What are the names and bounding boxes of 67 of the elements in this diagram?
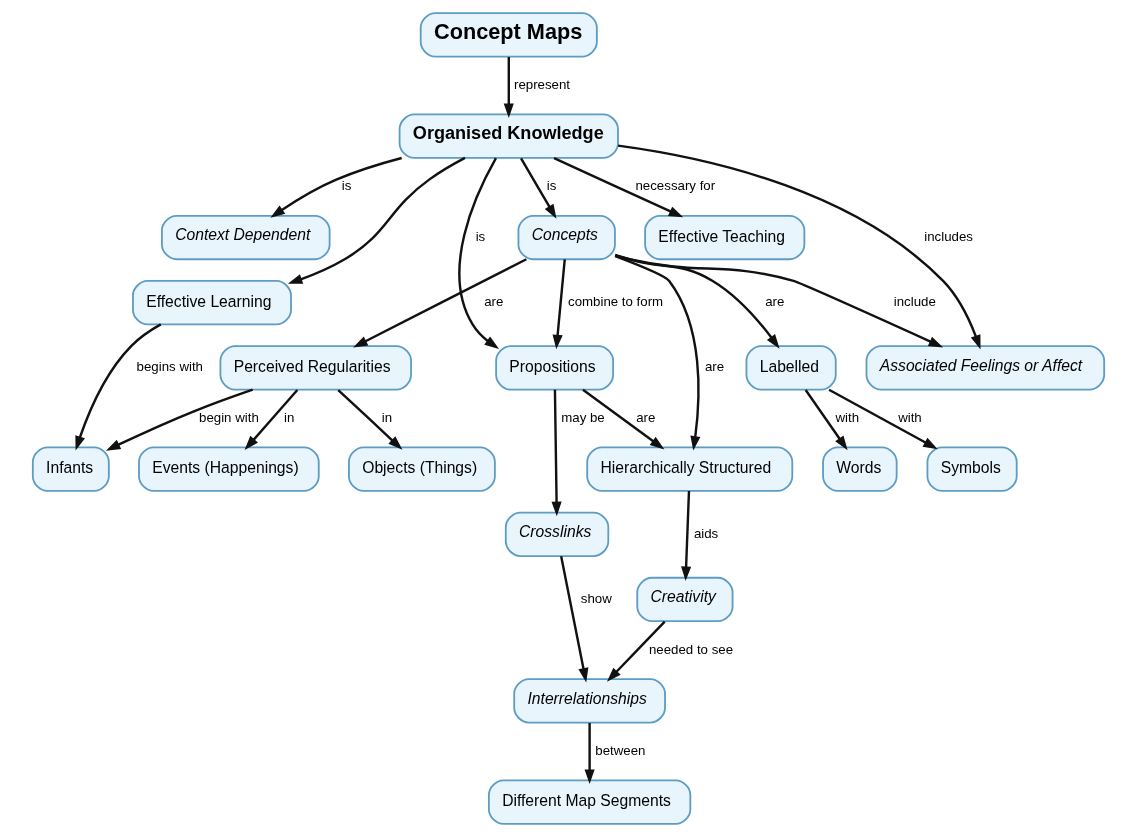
edge-label: represent — [513, 76, 570, 92]
node-box: Events (Happenings) — [137, 446, 320, 492]
arrow — [553, 157, 683, 218]
arrow — [617, 144, 981, 350]
arrow — [105, 388, 253, 451]
node-box: Crosslinks — [504, 511, 609, 557]
edge-label: are — [483, 294, 503, 310]
node-box: Words — [821, 446, 898, 492]
node-box: Perceived Regularities — [219, 345, 412, 391]
node-box: Effective Learning — [131, 280, 292, 326]
edge-label: show — [580, 590, 612, 606]
arrow — [287, 156, 466, 284]
node-box: Propositions — [494, 345, 614, 391]
edge-label: begins with — [136, 359, 203, 375]
edge-label: includes — [923, 228, 973, 244]
arrow — [336, 389, 402, 450]
arrow — [551, 389, 562, 517]
edge-label: are — [764, 294, 784, 310]
node-box: Objects (Things) — [347, 446, 496, 492]
node-box: Context Dependent — [160, 214, 331, 261]
edge-label: is — [341, 178, 351, 194]
node-box: Infants — [31, 446, 110, 492]
arrow — [804, 389, 848, 451]
edge-label: is — [475, 228, 485, 244]
node-box: Creativity — [635, 576, 733, 623]
edge-label: necessary for — [634, 178, 715, 194]
node-box: Associated Feelings or Affect — [865, 345, 1105, 391]
edge-label: is — [546, 178, 556, 194]
edge-label: needed to see — [648, 641, 733, 657]
edge-label: with — [897, 409, 922, 425]
arrow — [269, 156, 402, 218]
edge-label: are — [704, 359, 724, 375]
edge-label: may be — [560, 409, 605, 425]
edge-label: between — [594, 742, 645, 758]
node-box: Interrelationships — [512, 678, 666, 724]
edge-label: in — [283, 409, 294, 425]
arrow — [519, 157, 556, 219]
arrow — [457, 157, 499, 349]
edge-label: in — [381, 409, 392, 425]
edge-label: with — [834, 409, 859, 425]
edge-label: combine to form — [567, 294, 663, 310]
arrow — [552, 259, 566, 350]
node-box: Concept Maps — [419, 12, 598, 58]
edge-label: aids — [693, 525, 718, 541]
arrow — [74, 323, 161, 451]
arrow — [614, 255, 700, 451]
arrow — [606, 620, 666, 682]
arrow — [503, 57, 514, 118]
node-box: Labelled — [745, 345, 837, 391]
arrow — [581, 388, 664, 450]
node-box: Different Map Segments — [487, 779, 691, 825]
edge-label: include — [893, 294, 936, 310]
arrow — [559, 556, 588, 683]
arrow — [614, 254, 943, 348]
edge-label: are — [635, 409, 655, 425]
node-box: Organised Knowledge — [398, 113, 619, 159]
arrow — [352, 258, 527, 348]
arrow — [827, 388, 938, 450]
node-box: Hierarchically Structured — [585, 446, 793, 492]
node-box: Concepts — [517, 214, 616, 261]
arrow — [244, 389, 298, 451]
edge-label: begin with — [198, 409, 259, 425]
node-box: Symbols — [926, 446, 1018, 492]
node-box: Effective Teaching — [643, 214, 805, 261]
arrow — [680, 490, 691, 581]
arrow — [614, 253, 780, 349]
arrow — [584, 723, 595, 784]
